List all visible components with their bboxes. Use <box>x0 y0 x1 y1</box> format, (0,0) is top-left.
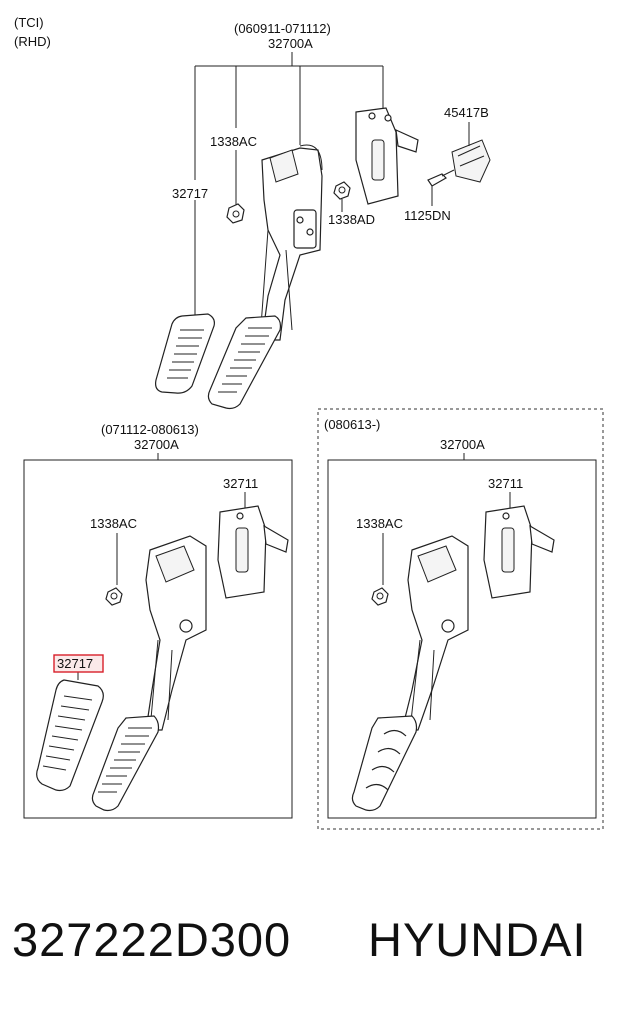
left-pedal-assembly <box>91 535 207 812</box>
callout-top-pad: 32717 <box>172 186 208 201</box>
highlight-box[interactable] <box>53 654 104 673</box>
variant-label-rhd: (RHD) <box>14 34 51 49</box>
top-pad-part <box>155 313 215 394</box>
left-date-range: (071112-080613) <box>101 422 199 437</box>
right-assembly: (080613-) 32700A 32711 133 <box>317 408 604 830</box>
top-pedal-assembly <box>207 144 323 410</box>
footer: 327222D300 HYUNDAI <box>0 905 620 975</box>
callout-left-pad-highlighted[interactable]: 32717 <box>57 656 93 671</box>
callout-top-bracket-nut: 1338AD <box>328 212 375 227</box>
top-assembly: (060911-071112) 32700A <box>155 21 491 410</box>
right-nut-part <box>371 587 389 606</box>
callout-right-nut: 1338AC <box>356 516 403 531</box>
brand-name: HYUNDAI <box>368 913 587 966</box>
left-bracket-part <box>217 505 289 599</box>
top-bracket-nut-part <box>333 181 351 200</box>
callout-left-nut: 1338AC <box>90 516 137 531</box>
right-bracket-part <box>483 505 555 599</box>
callout-left-bracket: 32711 <box>223 476 258 491</box>
top-bracket-part <box>355 107 419 205</box>
left-assembly-code: 32700A <box>134 437 179 452</box>
top-date-range: (060911-071112) <box>234 21 331 36</box>
right-assembly-frame <box>327 459 597 819</box>
callout-top-screw: 1125DN <box>404 208 451 223</box>
callout-top-nut: 1338AC <box>210 134 257 149</box>
top-stopper-part <box>451 139 491 183</box>
callout-top-stopper: 45417B <box>444 105 489 120</box>
left-nut-part <box>105 587 123 606</box>
top-nut-part <box>226 203 245 224</box>
right-assembly-dashed-frame <box>317 408 604 830</box>
left-assembly-frame <box>23 459 293 819</box>
callout-right-bracket: 32711 <box>488 476 523 491</box>
top-assembly-code: 32700A <box>268 36 313 51</box>
variant-label-tci: (TCI) <box>14 15 44 30</box>
right-assembly-code: 32700A <box>440 437 485 452</box>
top-screw-part <box>427 169 455 187</box>
top-leader-lines <box>194 52 384 180</box>
part-number: 327222D300 <box>12 913 292 966</box>
left-assembly: (071112-080613) 32700A <box>23 422 293 819</box>
right-date-range: (080613-) <box>324 417 380 432</box>
left-pad-part <box>36 679 104 792</box>
right-pedal-assembly <box>351 535 469 812</box>
